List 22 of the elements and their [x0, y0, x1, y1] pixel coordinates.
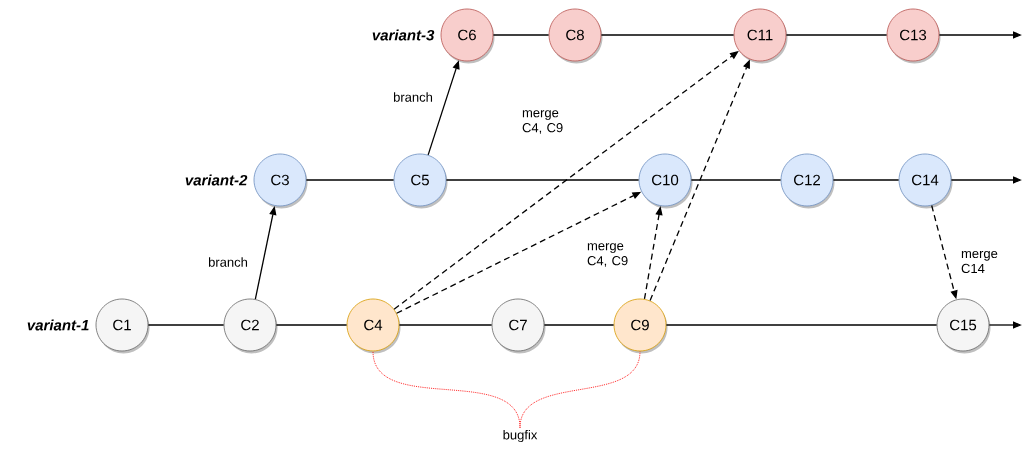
note-text: bugfix — [503, 429, 538, 443]
leader-line — [519, 350, 641, 429]
branch-name: variant-3 — [372, 29, 435, 41]
connector-line — [543, 324, 615, 326]
edge-label: merge C4, C9 — [521, 109, 573, 135]
connector-line — [398, 324, 493, 326]
edge-label: branch — [392, 91, 434, 103]
connector-line — [275, 324, 348, 326]
connector-line — [600, 34, 735, 36]
edge-label: merge C4, C9 — [586, 242, 638, 268]
edge-label: branch — [207, 256, 249, 268]
connector-line — [832, 179, 900, 181]
connector-line — [445, 179, 640, 181]
connector-line — [492, 34, 550, 36]
connector-line — [690, 179, 782, 181]
branch-name: variant-1 — [27, 319, 89, 331]
connector-line — [305, 179, 395, 181]
connector-line — [785, 34, 888, 36]
connector-line — [147, 324, 225, 326]
branch-name: variant-2 — [185, 174, 248, 186]
edge-label: merge C14 — [960, 249, 1008, 275]
connector-line — [665, 324, 938, 326]
